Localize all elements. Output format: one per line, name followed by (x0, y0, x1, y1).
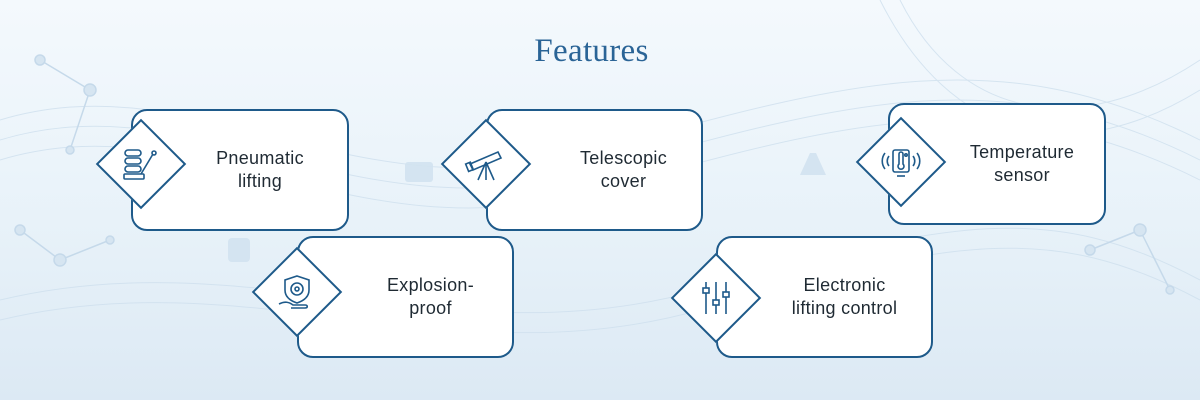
temperature-sensor-icon (881, 149, 921, 177)
feature-card-temperature-sensor: Temperature sensor (888, 103, 1106, 225)
feature-label: Electronic lifting control (791, 275, 898, 318)
feature-label: Pneumatic lifting (216, 148, 304, 191)
feature-label: Temperature sensor (969, 142, 1075, 185)
feature-label: Telescopic cover (579, 148, 668, 191)
feature-card-explosion-proof: Explosion- proof (297, 236, 514, 358)
feature-label: Explosion- proof (386, 275, 475, 318)
telescope-icon (464, 150, 503, 181)
sliders-icon (702, 282, 730, 314)
pneumatic-cylinder-icon (123, 149, 157, 180)
shield-hand-icon (278, 275, 310, 309)
page-title: Features (534, 33, 649, 69)
